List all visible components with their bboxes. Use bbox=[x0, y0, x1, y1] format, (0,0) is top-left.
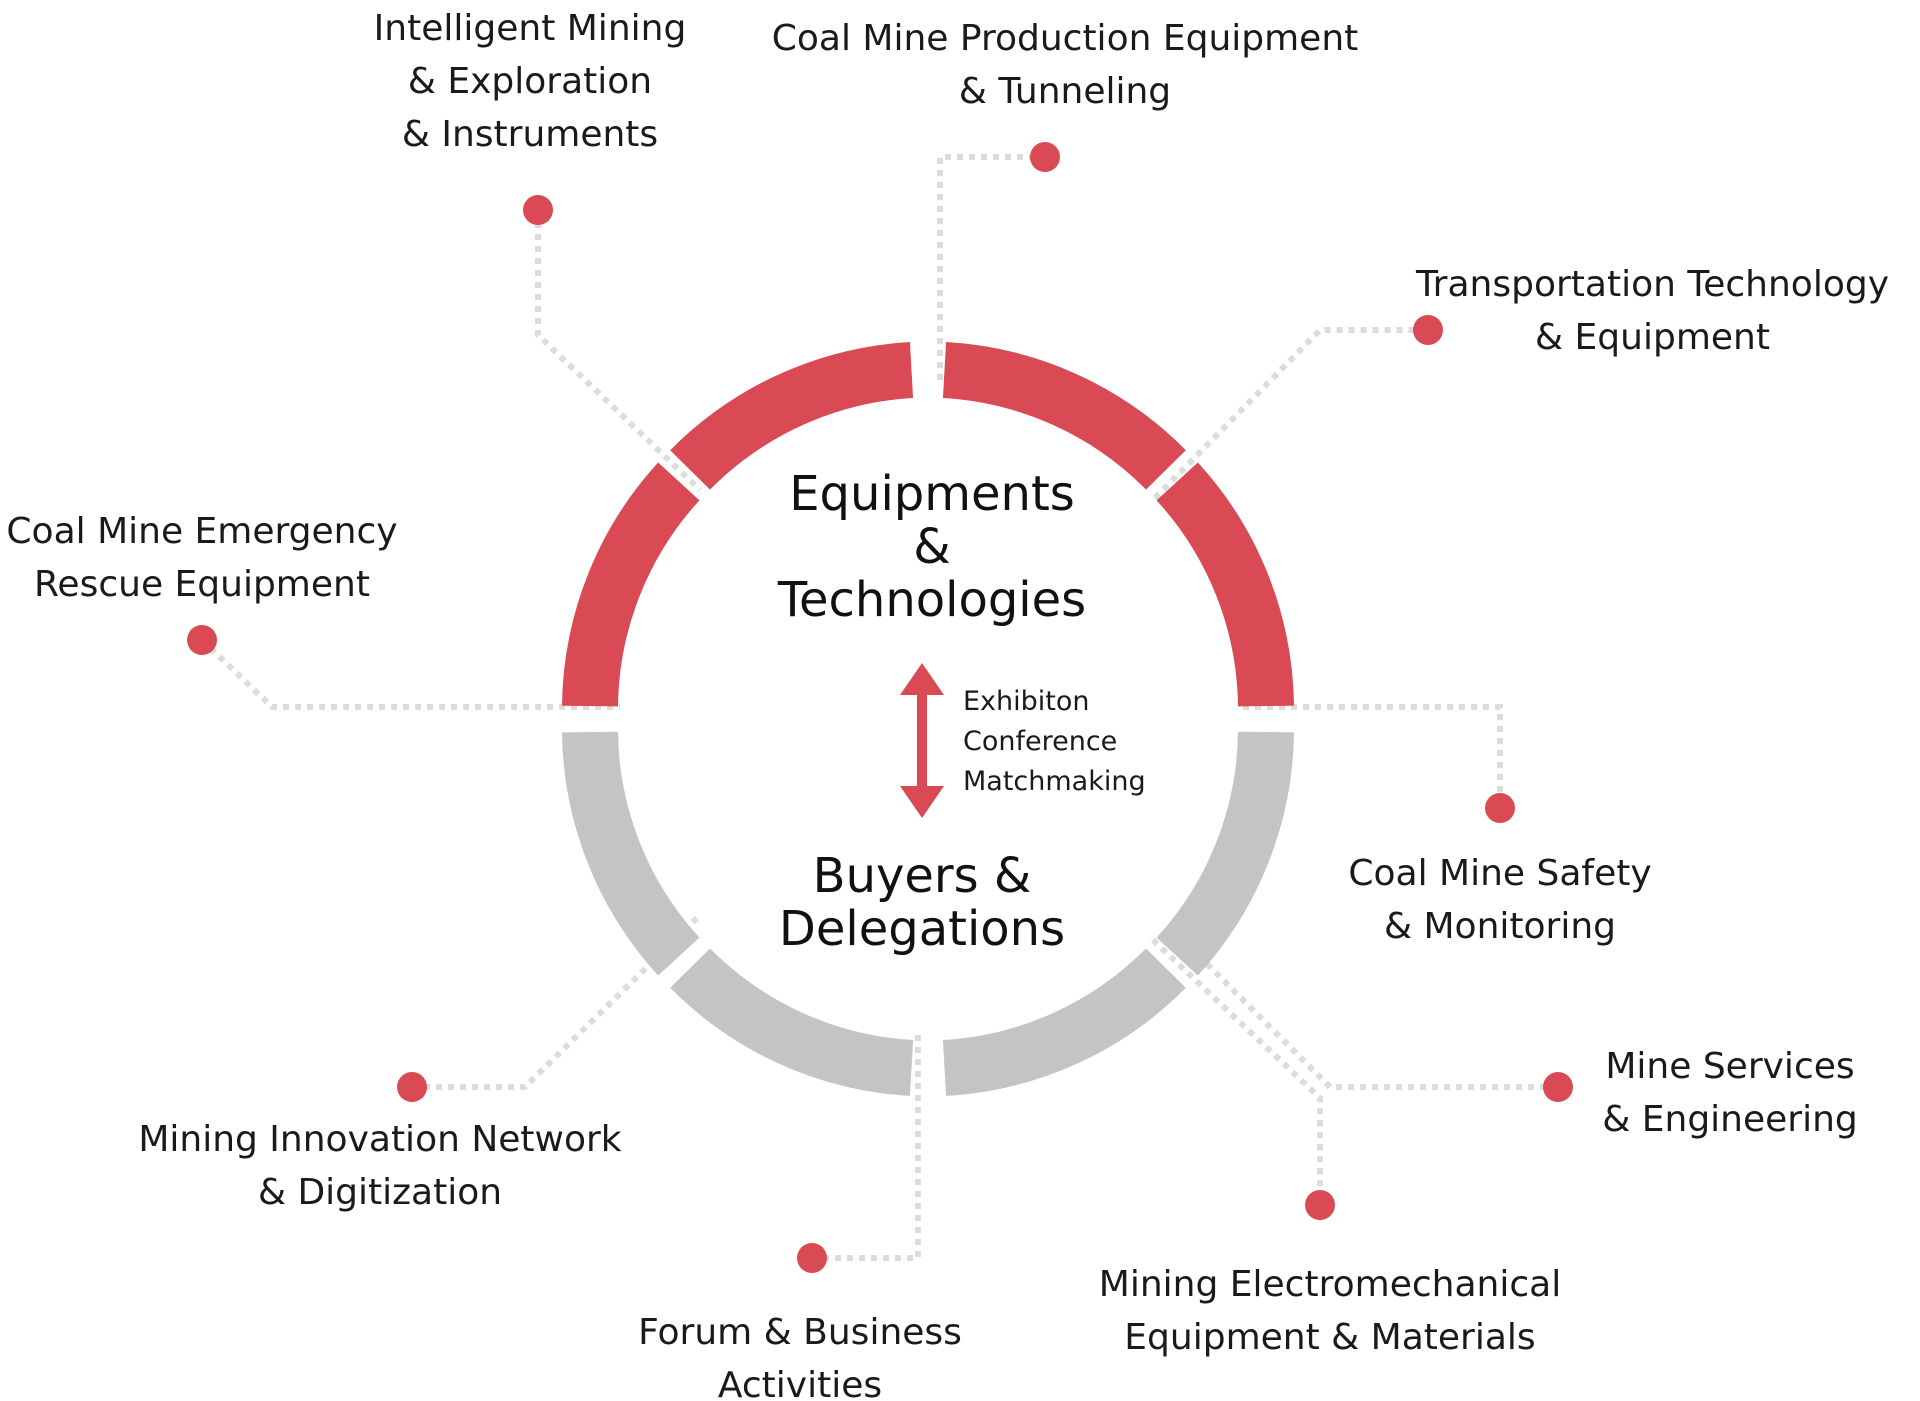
ring-segment-left-lower bbox=[562, 731, 700, 976]
ring-segment-top-right bbox=[942, 342, 1186, 490]
endpoint-dots bbox=[187, 142, 1573, 1273]
topic-coal-mine-production: Coal Mine Production Equipment & Tunneli… bbox=[771, 18, 1359, 112]
topic-safety-monitoring: Coal Mine Safety & Monitoring bbox=[1348, 853, 1652, 947]
hub-bottom-label: Buyers & Delegations bbox=[778, 848, 1066, 957]
connector-electromechanical bbox=[1150, 937, 1323, 1205]
topic-electromechanical: Mining Electromechanical Equipment & Mat… bbox=[1098, 1264, 1562, 1358]
topic-innovation-network: Mining Innovation Network & Digitization bbox=[138, 1119, 622, 1213]
exchange-activities-list: Exhibiton Conference Matchmaking bbox=[963, 686, 1146, 797]
connector-emergency-rescue bbox=[199, 637, 620, 710]
ring-segment-left-upper bbox=[562, 462, 700, 707]
ring-segment-top-left bbox=[670, 342, 914, 490]
dot-forum bbox=[797, 1243, 827, 1273]
connector-coal-mine-production bbox=[937, 154, 1045, 380]
connector-mine-services bbox=[1170, 927, 1558, 1090]
connector-innovation-network bbox=[412, 912, 703, 1090]
dot-intelligent-mining bbox=[523, 195, 553, 225]
topic-emergency-rescue: Coal Mine Emergency Rescue Equipment bbox=[6, 511, 398, 605]
topic-mine-services: Mine Services & Engineering bbox=[1602, 1046, 1858, 1140]
dot-safety-monitoring bbox=[1485, 793, 1515, 823]
topic-transportation: Transportation Technology & Equipment bbox=[1415, 264, 1890, 358]
connector-safety-monitoring bbox=[1243, 704, 1503, 808]
dot-mine-services bbox=[1543, 1072, 1573, 1102]
topic-forum: Forum & Business Activities bbox=[638, 1312, 962, 1401]
dot-transportation bbox=[1413, 315, 1443, 345]
topic-intelligent-mining: Intelligent Mining & Exploration & Instr… bbox=[373, 8, 687, 155]
hub-top-label: Equipments & Technologies bbox=[777, 466, 1087, 628]
ring-segment-right-lower bbox=[1156, 731, 1294, 976]
ring-segment-bottom-left bbox=[670, 948, 914, 1096]
ring-segment-bottom-right bbox=[942, 948, 1186, 1096]
dot-emergency-rescue bbox=[187, 625, 217, 655]
hub-ring bbox=[562, 342, 1294, 1096]
double-headed-arrow-icon bbox=[900, 663, 944, 818]
dot-electromechanical bbox=[1305, 1190, 1335, 1220]
dot-coal-mine-production bbox=[1030, 142, 1060, 172]
connector-lines bbox=[199, 154, 1558, 1261]
ring-segment-right-upper bbox=[1156, 462, 1294, 707]
connector-forum bbox=[812, 1035, 921, 1261]
connector-intelligent-mining bbox=[535, 210, 703, 493]
dot-innovation-network bbox=[397, 1072, 427, 1102]
